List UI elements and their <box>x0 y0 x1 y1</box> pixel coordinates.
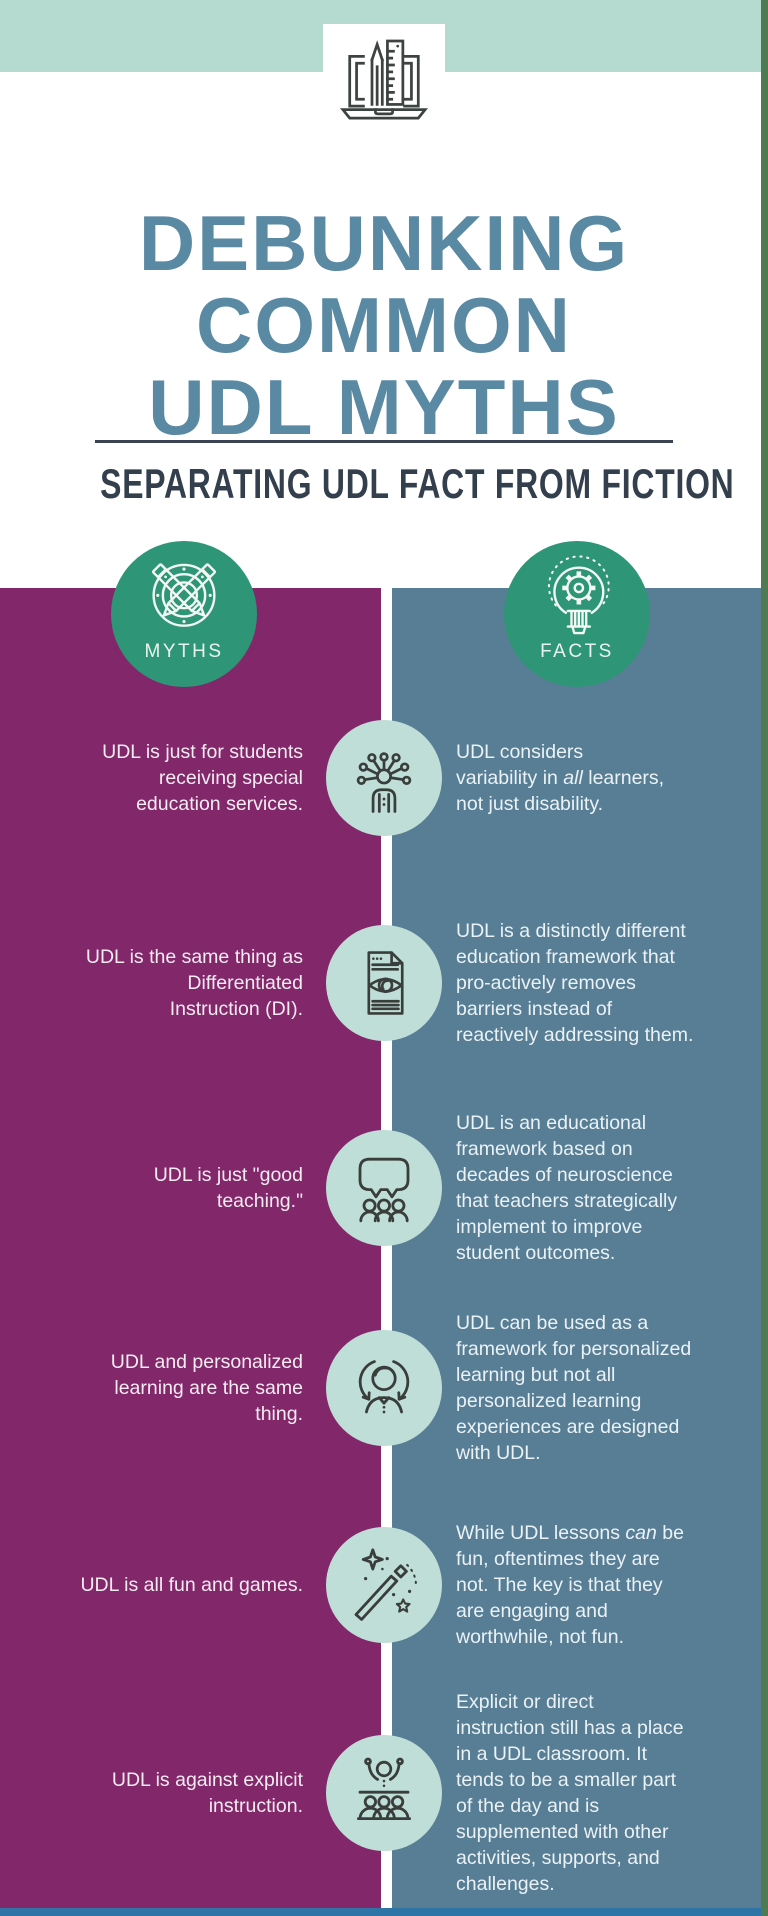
row-icon-circle <box>326 1735 442 1851</box>
facts-badge-label: FACTS <box>540 641 614 662</box>
teacher-audience-icon <box>357 1757 411 1820</box>
myths-column-panel <box>0 588 381 1908</box>
row-icon-circle <box>326 720 442 836</box>
person-refresh-icon <box>358 1360 410 1414</box>
presentation-audience-icon <box>358 1157 410 1223</box>
laptop-pencil-ruler-icon <box>336 31 432 123</box>
myth-statement: UDL is against explicit instruction. <box>111 1769 303 1817</box>
lightbulb-gear-icon <box>531 541 623 645</box>
facts-badge: FACTS <box>504 541 650 687</box>
myths-badge: MYTHS <box>111 541 257 687</box>
document-eye-icon <box>367 951 404 1015</box>
row-icon-circle <box>326 1130 442 1246</box>
myth-statement: UDL is just for students receiving speci… <box>102 741 303 815</box>
right-edge-strip <box>761 0 768 1916</box>
fact-statement: UDL considers variability in all learner… <box>456 741 665 815</box>
myth-statement: UDL is all fun and games. <box>80 1574 303 1596</box>
header-icon-box <box>323 24 445 130</box>
row-icon-circle <box>326 1330 442 1446</box>
magic-wand-icon <box>354 1548 418 1621</box>
facts-column-panel <box>392 588 762 1908</box>
fact-statement: UDL can be used as a framework for perso… <box>456 1312 692 1464</box>
person-network-icon <box>356 752 412 813</box>
myth-statement: UDL is just "good teaching." <box>153 1164 303 1212</box>
crossed-pencils-target-icon <box>138 541 230 645</box>
bottom-edge-strip <box>0 1908 761 1916</box>
fact-statement: UDL is a distinctly different education … <box>456 920 694 1046</box>
fact-statement: While UDL lessons can be fun, oftentimes… <box>456 1522 684 1648</box>
myth-statement: UDL is the same thing as Differentiated … <box>85 946 303 1020</box>
page-subtitle: SEPARATING UDL FACT FROM FICTION <box>100 460 735 507</box>
myths-badge-label: MYTHS <box>144 641 224 662</box>
page-title: DEBUNKING COMMON UDL MYTHS <box>138 199 630 452</box>
row-icon-circle <box>326 1527 442 1643</box>
fact-statement: UDL is an educational framework based on… <box>456 1112 678 1264</box>
subtitle-wrap: SEPARATING UDL FACT FROM FICTION <box>0 460 768 508</box>
myth-statement: UDL and personalized learning are the sa… <box>110 1351 303 1425</box>
row-icon-circle <box>326 925 442 1041</box>
title-divider-line <box>95 440 673 443</box>
fact-statement: Explicit or direct instruction still has… <box>456 1691 684 1895</box>
